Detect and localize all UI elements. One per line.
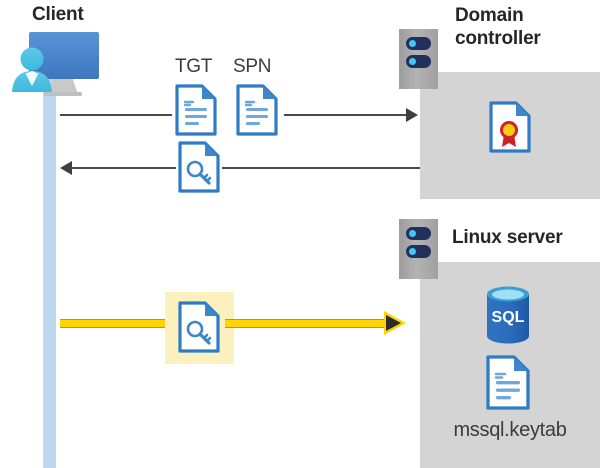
arrow-client-to-linux-line-right xyxy=(225,319,386,328)
arrow-dc-to-client-line-right xyxy=(222,167,420,169)
tgt-document-icon xyxy=(175,84,217,136)
arrow-dc-to-client-line-left xyxy=(71,167,176,169)
sql-database-icon: SQL xyxy=(483,285,535,345)
page-title-client: Client xyxy=(32,4,84,25)
arrow-client-to-dc-line-right xyxy=(284,114,407,116)
server-rack-icon-dc xyxy=(399,29,438,89)
arrow-dc-to-client-head xyxy=(60,161,72,175)
ticket-key-document-icon xyxy=(178,141,220,193)
arrow-client-to-linux-head-inner xyxy=(386,315,401,331)
arrow-client-to-linux-line-left xyxy=(60,319,173,328)
certificate-document-icon xyxy=(489,101,531,153)
page-title-domain-controller: Domain controller xyxy=(455,4,600,50)
client-icon xyxy=(8,28,108,100)
server-rack-icon-linux xyxy=(399,219,438,279)
sql-label-text: SQL xyxy=(492,309,525,326)
spn-document-icon xyxy=(236,84,278,136)
arrow-client-to-dc-head xyxy=(406,108,418,122)
page-title-linux-server: Linux server xyxy=(452,226,600,249)
keytab-document-icon xyxy=(486,355,530,410)
spn-label: SPN xyxy=(233,56,272,77)
client-lifeline xyxy=(43,72,56,468)
domain-controller-title-text: Domain controller xyxy=(455,5,541,49)
linux-server-title-text: Linux server xyxy=(452,227,563,248)
arrow-client-to-dc-line-left xyxy=(60,114,172,116)
tgt-label: TGT xyxy=(175,56,213,77)
keytab-filename-label: mssql.keytab xyxy=(453,419,567,441)
service-ticket-document-icon xyxy=(178,301,220,353)
